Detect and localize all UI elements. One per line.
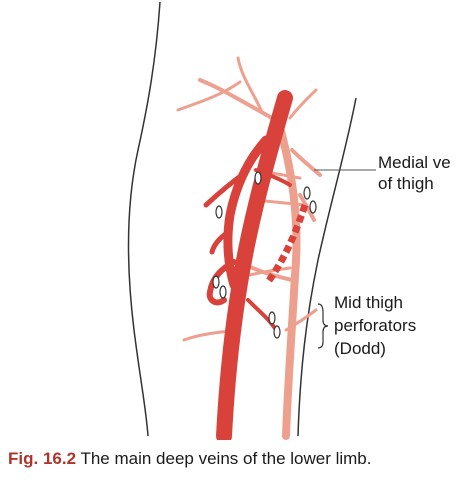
- profunda-branch-mid: [209, 229, 231, 255]
- upper-branch-top: [236, 56, 264, 114]
- valves: [212, 171, 317, 339]
- perforators-brace: [317, 303, 329, 349]
- perforators-label-line1: Mid thigh: [334, 293, 403, 312]
- medial-vein-label-line2: of thigh: [378, 174, 434, 193]
- deep-veins: [203, 90, 293, 440]
- valve: [273, 325, 281, 339]
- crossing-vein-dashed: [265, 203, 309, 285]
- femoral-vein: [216, 90, 293, 440]
- valve: [303, 186, 311, 200]
- mid-connector: [248, 266, 292, 277]
- medial-thigh-vein-lower: [298, 193, 316, 222]
- medial-vein-label-line1: Medial ve: [378, 153, 451, 172]
- leg-outline-left: [127, 1, 161, 437]
- profunda-branch-upper: [203, 169, 249, 208]
- valve: [212, 275, 220, 289]
- perforators-label-line2: perforators: [334, 316, 417, 335]
- lower-right-branch: [284, 308, 318, 332]
- figure-caption: Fig. 16.2 The main deep veins of the low…: [8, 448, 468, 470]
- valve: [219, 285, 227, 299]
- valve: [309, 200, 317, 214]
- upper-branch-upper-left: [176, 80, 242, 112]
- deep-branch-right: [254, 168, 292, 187]
- valve: [268, 311, 276, 325]
- valve: [254, 171, 262, 185]
- perforators-label-line3: (Dodd): [334, 339, 386, 358]
- vein-diagram: [127, 1, 376, 440]
- great-saphenous-vein: [274, 116, 301, 440]
- caption-text: The main deep veins of the lower limb.: [80, 449, 372, 468]
- leg-outline-right: [297, 97, 357, 437]
- valve: [215, 205, 223, 219]
- figure-number: Fig. 16.2: [8, 449, 77, 468]
- profunda-lower-loop: [206, 259, 237, 306]
- upper-branch-right: [288, 88, 318, 120]
- medial-thigh-vein-upper: [290, 148, 322, 177]
